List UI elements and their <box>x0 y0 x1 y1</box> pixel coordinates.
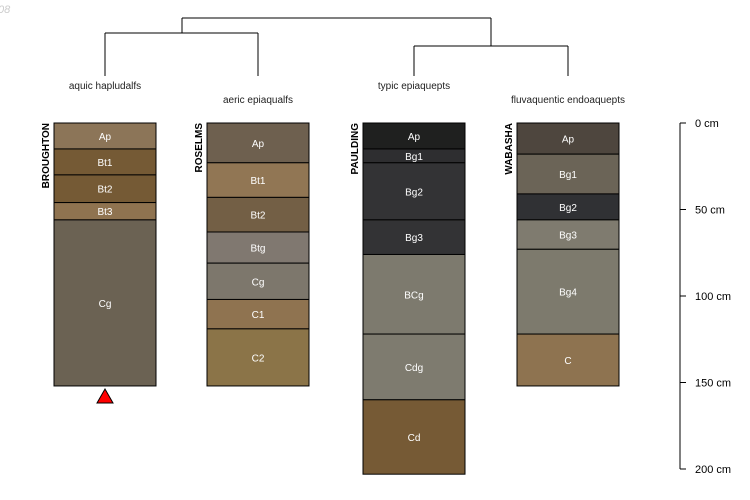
horizon-label: Bt1 <box>250 176 265 187</box>
horizon-label: Cg <box>99 299 112 310</box>
group-label: aeric epiaqualfs <box>223 95 293 106</box>
horizon-cg <box>206 262 310 300</box>
horizon-bt2 <box>206 196 310 233</box>
horizon-bg2 <box>362 162 466 221</box>
depth-tick-label: 100 cm <box>695 291 731 303</box>
horizon-label: Ap <box>408 132 421 143</box>
profile-name: ROSELMS <box>194 123 205 173</box>
horizon-bcg <box>362 253 466 335</box>
horizon-ap <box>516 122 620 155</box>
horizon-c <box>516 333 620 387</box>
horizon-bg1 <box>516 153 620 195</box>
horizon-label: BCg <box>404 290 423 301</box>
profile-name: PAULDING <box>350 123 361 175</box>
horizon-cg <box>53 219 157 387</box>
group-label: aquic hapludalfs <box>69 81 141 92</box>
horizon-label: Bg3 <box>405 233 423 244</box>
horizon-label: C1 <box>252 310 265 321</box>
horizon-cd <box>362 399 466 475</box>
horizon-label: Cg <box>252 277 265 288</box>
horizon-bg3 <box>516 219 620 250</box>
horizon-label: Bg3 <box>559 231 577 242</box>
horizon-label: Bg1 <box>405 152 423 163</box>
profile-name: WABASHA <box>504 123 515 175</box>
horizon-label: Bt3 <box>97 207 112 218</box>
group-label: fluvaquentic endoaquepts <box>511 95 625 106</box>
horizon-cdg <box>362 333 466 401</box>
horizon-bt1 <box>206 162 310 198</box>
group-label: typic epiaquepts <box>378 81 450 92</box>
depth-tick-label: 150 cm <box>695 378 731 390</box>
horizon-label: Ap <box>252 139 265 150</box>
horizon-label: Cdg <box>405 363 423 374</box>
horizon-label: Ap <box>99 132 112 143</box>
corner-label: 08 <box>0 4 11 16</box>
horizon-label: C2 <box>252 353 265 364</box>
horizon-c1 <box>206 298 310 330</box>
depth-tick-label: 0 cm <box>695 118 719 130</box>
depth-tick-label: 50 cm <box>695 205 725 217</box>
horizon-label: Ap <box>562 135 575 146</box>
horizon-bg2 <box>516 193 620 221</box>
horizon-bt2 <box>53 174 157 204</box>
horizon-label: C <box>564 356 571 367</box>
triangle-marker-icon <box>96 387 114 404</box>
horizon-label: Bt2 <box>97 185 112 196</box>
horizon-label: Bg4 <box>559 288 577 299</box>
horizon-label: Bg2 <box>405 187 423 198</box>
horizon-label: Bg1 <box>559 170 577 181</box>
horizon-label: Bt1 <box>97 158 112 169</box>
horizon-c2 <box>206 328 310 387</box>
horizon-label: Bg2 <box>559 203 577 214</box>
horizon-bt1 <box>53 148 157 176</box>
horizon-label: Cd <box>408 433 421 444</box>
horizon-ap <box>206 122 310 164</box>
horizon-label: Bt2 <box>250 211 265 222</box>
profile-name: BROUGHTON <box>41 123 52 188</box>
depth-tick-label: 200 cm <box>695 464 731 476</box>
horizon-bg3 <box>362 219 466 255</box>
horizon-label: Btg <box>250 244 265 255</box>
horizon-bg4 <box>516 248 620 335</box>
